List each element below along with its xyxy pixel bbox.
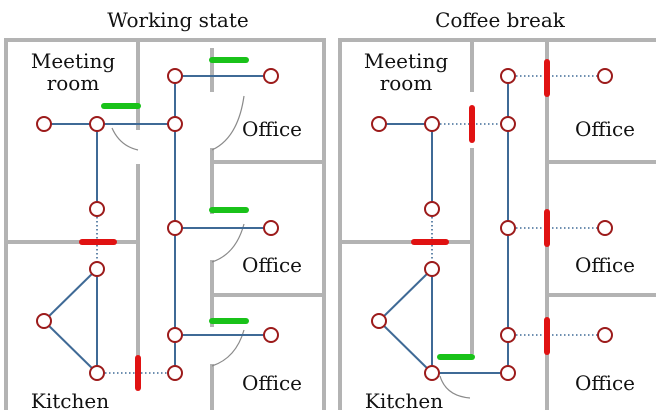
graph-node [36,313,52,329]
room-label-office: Office [242,371,302,395]
graph-node [500,327,516,343]
room-label-office: Office [242,117,302,141]
graph-node [500,68,516,84]
panel-coffee-break: Coffee break [338,8,656,410]
graph-node [500,365,516,381]
graph-node [500,116,516,132]
graph-nodes-working-state [36,68,279,381]
graph-edges-coffee-break [378,75,605,374]
room-label-office: Office [575,371,635,395]
door-swing-arc [211,223,245,263]
room-label-meeting-room: room [47,71,100,95]
graph-node [263,327,279,343]
panel-title-working-state: Working state [107,8,248,32]
graph-node [424,201,440,217]
panel-working-state: Working state [4,8,326,410]
graph-node [89,201,105,217]
graph-node [263,220,279,236]
graph-node [597,68,613,84]
graph-edges-working-state [43,75,271,374]
graph-node [500,220,516,236]
room-label-office: Office [575,117,635,141]
room-label-meeting: Meeting [31,49,115,73]
room-label-kitchen: Kitchen [365,389,443,410]
graph-node [424,261,440,277]
graph-node [263,68,279,84]
graph-node [89,365,105,381]
door-swing-arc [439,375,471,399]
graph-node [36,116,52,132]
graph-nodes-coffee-break [371,68,613,381]
walls-coffee-break [338,38,656,410]
room-label-meeting-room: room [380,71,433,95]
graph-node [167,220,183,236]
graph-node [371,116,387,132]
graph-node [167,68,183,84]
graph-node [89,261,105,277]
graph-node [167,116,183,132]
door-swing-arc [111,127,139,151]
graph-node [597,220,613,236]
room-label-meeting: Meeting [364,49,448,73]
graph-node [424,116,440,132]
graph-node [424,365,440,381]
panel-title-coffee-break: Coffee break [435,8,566,32]
room-label-office: Office [242,253,302,277]
graph-node [371,313,387,329]
graph-node [167,327,183,343]
door-swing-arc [211,95,245,151]
room-label-kitchen: Kitchen [31,389,109,410]
room-label-office: Office [575,253,635,277]
graph-node [89,116,105,132]
graph-node [597,327,613,343]
walls-working-state [4,38,326,410]
graph-node [167,365,183,381]
